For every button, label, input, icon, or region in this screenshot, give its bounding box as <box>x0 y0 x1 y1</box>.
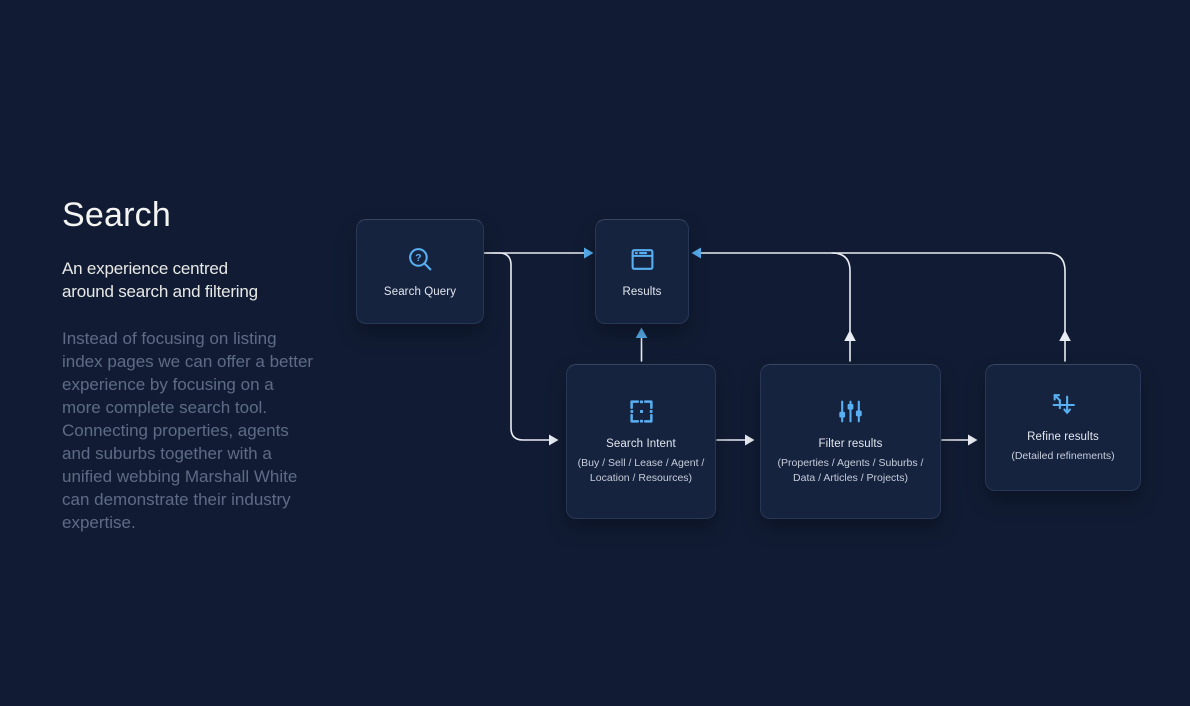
edge-filter-to-results <box>831 252 851 362</box>
arrowhead-into-results-bottom <box>635 327 648 338</box>
node-sublabel: (Properties / Agents / Suburbs / Data / … <box>777 457 924 484</box>
node-sublabel: (Buy / Sell / Lease / Agent / Location /… <box>577 457 705 484</box>
node-label: Search Intent <box>606 438 676 450</box>
sliders-icon <box>839 400 862 423</box>
svg-text:?: ? <box>415 253 421 264</box>
edge-refine-to-results <box>700 252 1066 362</box>
arrowhead-into-intent <box>549 434 559 446</box>
arrowhead-into-refine <box>968 434 978 446</box>
edge-query-to-intent <box>485 252 550 441</box>
node-results: Results <box>595 219 689 324</box>
arrowhead-up-refine-feedback <box>1059 330 1071 341</box>
search-question-icon: ? <box>408 247 431 270</box>
refine-flow-icon <box>1052 394 1075 415</box>
arrowhead-into-filter <box>745 434 755 446</box>
page-subtitle: An experience centred around search and … <box>62 259 258 301</box>
arrowhead-into-results-right <box>691 247 701 259</box>
node-search-query: ? Search Query <box>356 219 484 324</box>
arrowhead-up-filter-feedback <box>844 330 856 341</box>
scan-frame-icon <box>629 400 653 423</box>
intro-paragraph: Instead of focusing on listing index pag… <box>62 329 314 532</box>
node-label: Search Query <box>383 285 457 298</box>
node-filter-results: Filter results (Properties / Agents / Su… <box>760 364 941 519</box>
node-sublabel: (Detailed refinements) <box>1011 450 1115 463</box>
node-label: Refine results <box>1027 431 1099 444</box>
browser-window-icon <box>631 248 653 270</box>
arrowhead-into-results-left <box>584 247 594 259</box>
node-refine-results: Refine results (Detailed refinements) <box>985 364 1141 491</box>
intro-panel: Search An experience centred around sear… <box>62 196 318 534</box>
node-label: Filter results <box>818 438 883 450</box>
node-search-intent: Search Intent (Buy / Sell / Lease / Agen… <box>566 364 716 519</box>
page-title: Search <box>62 196 171 234</box>
node-label: Results <box>622 285 662 298</box>
